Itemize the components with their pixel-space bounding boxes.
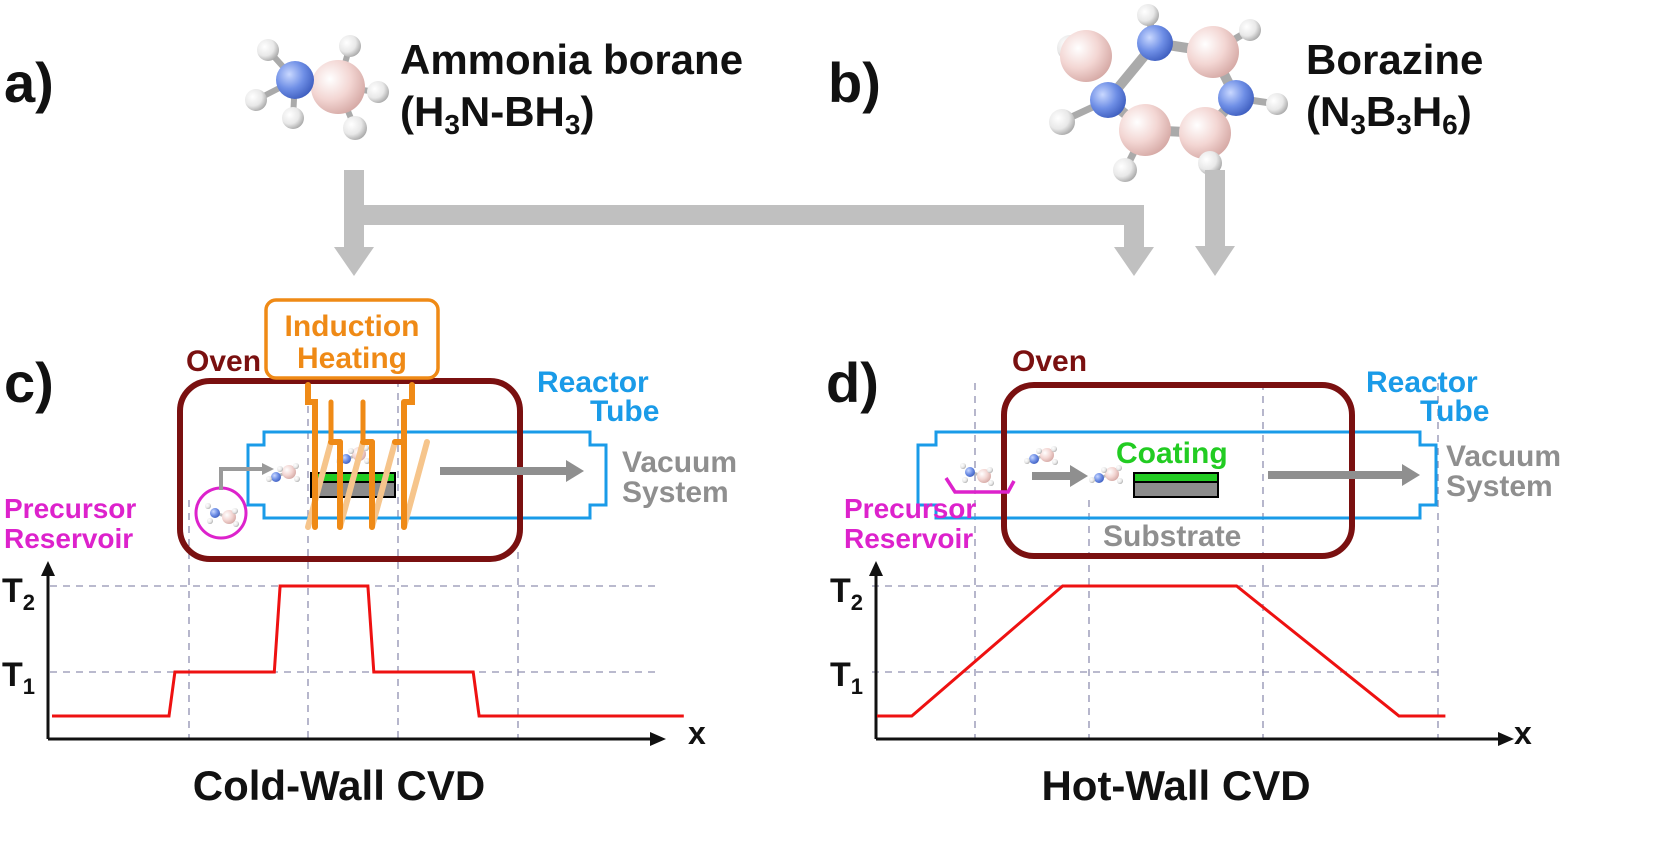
cold-wall-reactor-tube xyxy=(246,430,608,520)
cold-wall-precursor-label-line2: Reservoir xyxy=(4,523,133,554)
panel-c-label: c) xyxy=(4,351,54,414)
hot-wall-t1-label: T1 xyxy=(830,656,863,699)
ammonia-borane-name: Ammonia borane xyxy=(400,36,743,83)
hot-wall-oven xyxy=(1001,382,1355,559)
cold-wall-inlet-arrow xyxy=(219,467,262,490)
hot-wall-inlet-arrow xyxy=(1032,472,1072,480)
cold-wall-t2-label: T2 xyxy=(2,572,35,615)
precursor-flow-arrows xyxy=(334,170,1235,276)
cold-wall-precursor-reservoir xyxy=(194,486,248,540)
cold-wall-reactor-label-line1: Reactor xyxy=(537,366,649,399)
cold-wall-temperature-profile xyxy=(52,584,684,718)
cold-wall-flow-arrow xyxy=(440,467,568,475)
panel-d: d) xyxy=(826,345,1561,809)
cold-wall-precursor-label-line1: Precursor xyxy=(4,493,136,524)
hot-wall-precursor-label-line2: Reservoir xyxy=(844,523,973,554)
cold-wall-t1-label: T1 xyxy=(2,656,35,699)
hot-wall-temperature-profile xyxy=(877,584,1446,718)
borazine-molecule xyxy=(1049,4,1288,182)
induction-label-line1: Induction xyxy=(285,310,420,343)
cold-wall-title: Cold-Wall CVD xyxy=(193,762,485,809)
cold-wall-x-label: x xyxy=(688,715,706,751)
hot-wall-oven-label: Oven xyxy=(1012,345,1087,378)
molecule-icon xyxy=(1089,465,1123,484)
panel-a-label: a) xyxy=(4,51,54,114)
hot-wall-precursor-boat xyxy=(944,477,1016,494)
panel-c: c) xyxy=(2,298,737,809)
induction-heating-box xyxy=(264,298,440,380)
hot-wall-substrate-label: Substrate xyxy=(1103,520,1241,553)
temperature-profiles xyxy=(52,584,1446,718)
cold-wall-reactor-label-line2: Tube xyxy=(590,395,659,428)
hot-wall-title: Hot-Wall CVD xyxy=(1041,762,1310,809)
hot-wall-t2-label: T2 xyxy=(830,572,863,615)
hot-wall-vacuum-label-line2: System xyxy=(1446,470,1553,503)
induction-label-line2: Heating xyxy=(297,342,407,375)
hot-wall-flow-arrow xyxy=(1268,471,1404,479)
molecule-icon xyxy=(205,503,239,527)
hot-wall-reactor-label-line1: Reactor xyxy=(1366,366,1478,399)
molecule-icon xyxy=(1024,446,1058,465)
cold-wall-axes xyxy=(41,561,666,746)
hot-wall-substrate xyxy=(1133,481,1219,498)
hot-wall-coating-label: Coating xyxy=(1116,437,1228,470)
hot-wall-reactor-label-line2: Tube xyxy=(1420,395,1489,428)
cold-wall-oven-label: Oven xyxy=(186,345,261,378)
cold-wall-vacuum-label-line1: Vacuum xyxy=(622,446,737,479)
hot-wall-x-label: x xyxy=(1514,715,1532,751)
panel-d-label: d) xyxy=(826,351,879,414)
ammonia-borane-formula: (H3N-BH3) xyxy=(400,88,594,140)
panel-b-label: b) xyxy=(828,51,881,114)
borazine-formula: (N3B3H6) xyxy=(1306,88,1472,140)
hot-wall-reactor-tube xyxy=(916,430,1438,520)
hot-wall-precursor-label-line1: Precursor xyxy=(844,493,976,524)
hot-wall-coating xyxy=(1133,472,1219,483)
molecule-icon xyxy=(960,463,994,486)
induction-coil xyxy=(305,382,430,530)
molecule-icon xyxy=(266,463,300,482)
hot-wall-vacuum-label-line1: Vacuum xyxy=(1446,440,1561,473)
cold-wall-vacuum-label-line2: System xyxy=(622,476,729,509)
ammonia-borane-molecule xyxy=(245,35,389,140)
hot-wall-axes xyxy=(869,561,1514,746)
borazine-name: Borazine xyxy=(1306,36,1483,83)
